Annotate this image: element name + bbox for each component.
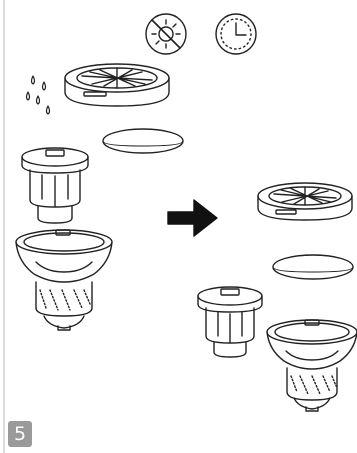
arrow-right-icon <box>168 200 217 236</box>
filter-disc-right <box>273 255 353 279</box>
cup-left <box>22 148 88 223</box>
funnel-basket-left <box>16 230 112 330</box>
cup-right <box>198 287 262 357</box>
filter-disc-left <box>103 129 183 153</box>
clock-icon <box>216 14 256 54</box>
grid-lid-right <box>258 183 352 220</box>
no-sunlight-icon <box>146 14 186 54</box>
funnel-basket-right <box>267 320 357 411</box>
water-drops-icon <box>27 76 50 114</box>
grid-lid-left <box>65 64 169 106</box>
step-number-badge: 5 <box>8 421 32 447</box>
